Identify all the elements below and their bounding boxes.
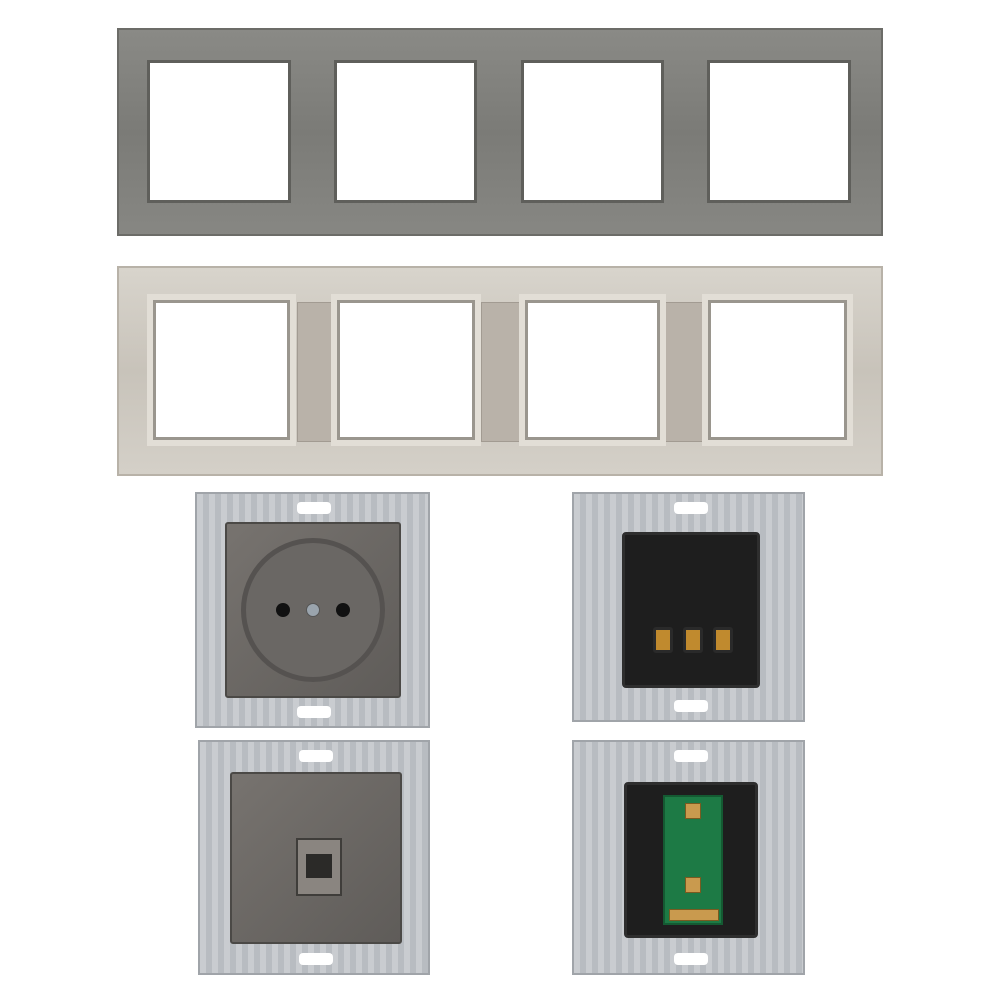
carrier-opening-1 [153,300,290,440]
frame-opening-2 [337,63,474,200]
socket-module-back [572,492,805,722]
data-back-housing [624,782,758,938]
four-gang-cover-frame [117,28,883,236]
carrier-bridge [297,302,333,442]
carrier-bridge [481,302,525,442]
rj45-port-icon [296,838,342,896]
carrier-opening-4 [708,300,847,440]
schuko-socket-icon [225,522,401,698]
socket-back-housing [622,532,760,688]
frame-opening-3 [524,63,661,200]
frame-opening-1 [150,63,288,200]
four-gang-carrier-frame [117,266,883,476]
socket-module-front [195,492,430,728]
carrier-opening-3 [525,300,660,440]
terminal [683,627,703,653]
frame-opening-4 [710,63,848,200]
terminal [713,627,733,653]
data-module-back [572,740,805,975]
carrier-bridge [665,302,709,442]
pcb [663,795,723,925]
data-module-front [198,740,430,975]
data-module-face [230,772,402,944]
terminal [653,627,673,653]
carrier-opening-2 [337,300,475,440]
